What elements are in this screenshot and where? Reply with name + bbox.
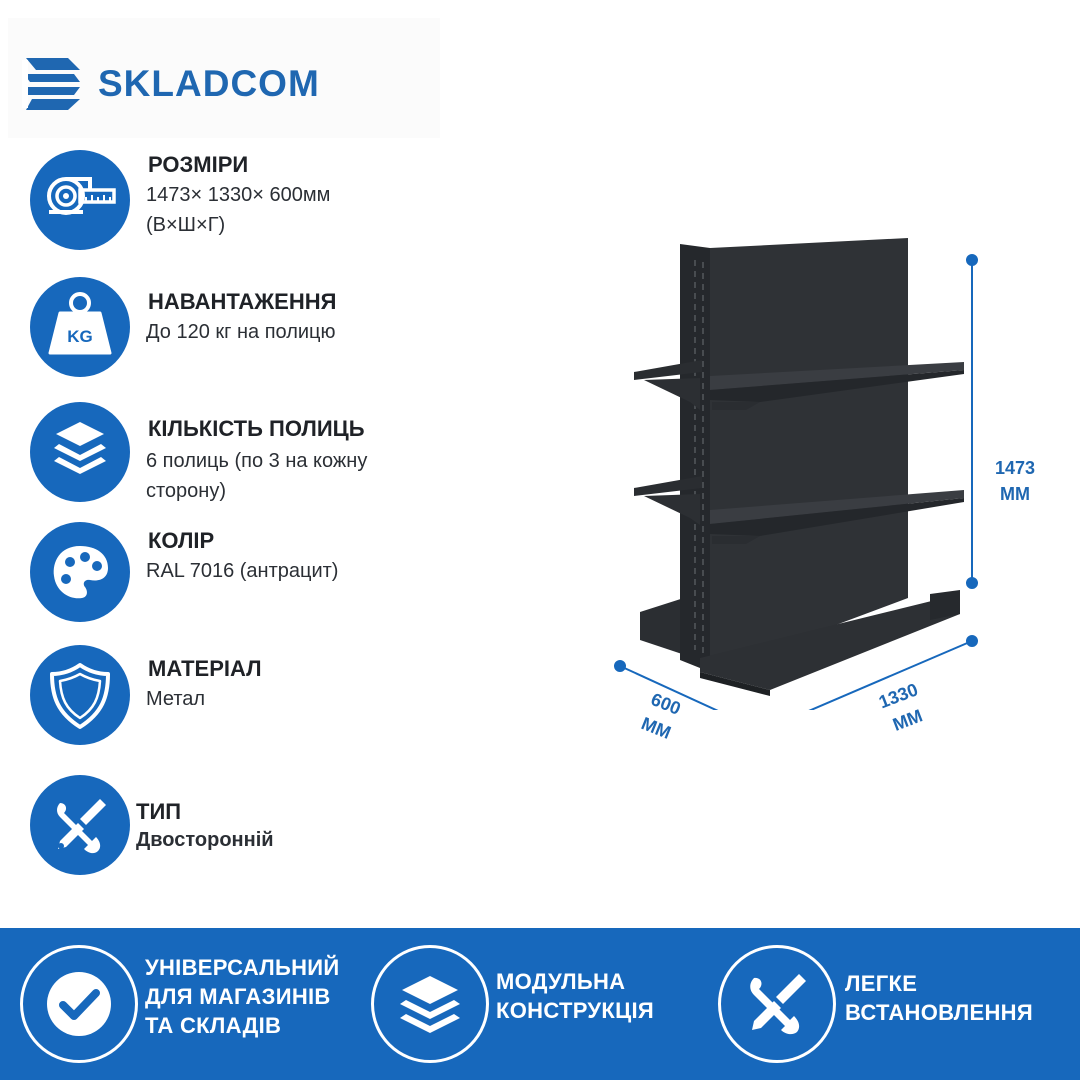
feature-text: УНІВЕРСАЛЬНИЙ ДЛЯ МАГАЗИНІВ ТА СКЛАДІВ (145, 953, 340, 1040)
brand-name: SKLADCOM (98, 62, 320, 104)
tape-measure-icon (47, 177, 116, 215)
spec-dimensions: РОЗМІРИ 1473× 1330× 600мм (В×Ш×Г) (0, 150, 560, 260)
spec-line: сторону) (146, 480, 227, 502)
checkmark-icon (47, 972, 111, 1036)
feature-line: ЛЕГКЕ (845, 971, 918, 996)
spec-line: Двосторонній (136, 829, 274, 851)
spec-description: До 120 кг на полицю (146, 317, 446, 347)
feature-line: МОДУЛЬНА (496, 969, 626, 994)
spec-icon-circle (30, 522, 130, 622)
spec-icon-circle (30, 645, 130, 745)
weight-kg-icon: KG (48, 292, 112, 355)
feature-badge (371, 945, 489, 1063)
spec-shelves: КІЛЬКІСТЬ ПОЛИЦЬ 6 полиць (по 3 на кожну… (0, 402, 560, 512)
feature-badge (20, 945, 138, 1063)
spec-description: RAL 7016 (антрацит) (146, 556, 446, 586)
spec-icon-circle (30, 775, 130, 875)
spec-line: (В×Ш×Г) (146, 214, 226, 236)
dimension-height-label: 1473 ММ (985, 455, 1045, 507)
product-illustration (614, 238, 978, 710)
wrench-screwdriver-icon (750, 974, 806, 1035)
spec-line: 1473× 1330× 600мм (146, 184, 331, 206)
weight-kg-label: KG (67, 327, 93, 346)
palette-icon (53, 546, 108, 599)
spec-material: МАТЕРІАЛ Метал (0, 645, 560, 755)
spec-line: RAL 7016 (антрацит) (146, 560, 339, 582)
feature-line: ДЛЯ МАГАЗИНІВ (145, 984, 331, 1009)
back-panel (710, 238, 908, 672)
dimension-unit: ММ (1000, 484, 1030, 504)
dimension-lines (614, 254, 978, 710)
layers-icon (54, 422, 106, 474)
header-logo-area: SKLADCOM (8, 18, 440, 138)
spec-title: КОЛІР (148, 528, 215, 553)
features-banner: УНІВЕРСАЛЬНИЙ ДЛЯ МАГАЗИНІВ ТА СКЛАДІВ М… (0, 928, 1080, 1080)
spec-title: НАВАНТАЖЕННЯ (148, 289, 337, 314)
spec-color: КОЛІР RAL 7016 (антрацит) (0, 522, 560, 632)
spec-title: КІЛЬКІСТЬ ПОЛИЦЬ (148, 416, 365, 441)
feature-text: ЛЕГКЕ ВСТАНОВЛЕННЯ (845, 969, 1033, 1027)
feature-line: ВСТАНОВЛЕННЯ (845, 1000, 1033, 1025)
spec-title: МАТЕРІАЛ (148, 656, 262, 681)
shelf-base (700, 594, 960, 690)
feature-line: УНІВЕРСАЛЬНИЙ (145, 955, 340, 980)
spec-description: 6 полиць (по 3 на кожну сторону) (146, 446, 446, 506)
layers-icon (400, 976, 460, 1033)
spec-description: 1473× 1330× 600мм (В×Ш×Г) (146, 180, 446, 240)
spec-line: 6 полиць (по 3 на кожну (146, 450, 368, 472)
spec-title: РОЗМІРИ (148, 152, 249, 177)
spec-line: Метал (146, 688, 206, 710)
feature-line: КОНСТРУКЦІЯ (496, 998, 654, 1023)
shelf-top (710, 362, 964, 390)
feature-line: ТА СКЛАДІВ (145, 1013, 282, 1038)
dimension-value: 1473 (994, 458, 1036, 478)
brand-logo[interactable]: SKLADCOM (22, 54, 320, 112)
wrench-screwdriver-icon (57, 799, 106, 854)
spec-icon-circle (30, 402, 130, 502)
spec-description: Метал (146, 684, 446, 714)
spec-line: До 120 кг на полицю (146, 321, 336, 343)
shelf-middle (710, 490, 964, 524)
spec-type: ТИП Двосторонній (0, 775, 560, 885)
spec-icon-circle: KG (30, 277, 130, 377)
logo-mark-icon (22, 58, 80, 110)
feature-text: МОДУЛЬНА КОНСТРУКЦІЯ (496, 967, 654, 1025)
spec-icon-circle (30, 150, 130, 250)
feature-badge (718, 945, 836, 1063)
spec-load: KG НАВАНТАЖЕННЯ До 120 кг на полицю (0, 277, 560, 387)
spec-title: ТИП (136, 799, 182, 824)
shield-icon (50, 663, 110, 729)
spec-description: Двосторонній (136, 825, 436, 855)
